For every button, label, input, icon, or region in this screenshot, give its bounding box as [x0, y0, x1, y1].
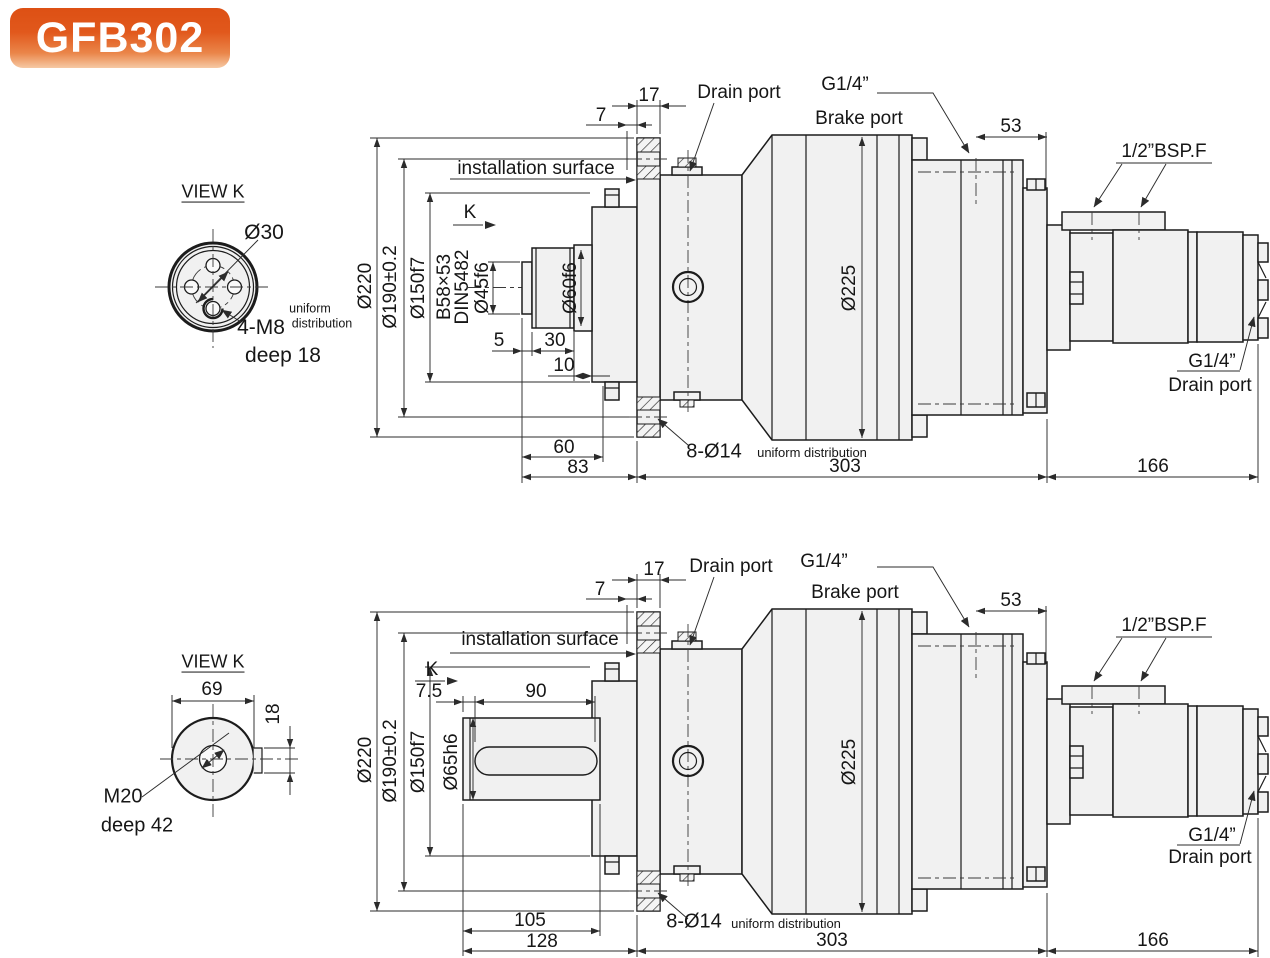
note-distribution: distribution: [291, 316, 353, 331]
dim-shaft-length-2: 105: [514, 910, 546, 932]
dim-bolt-circle-dia: Ø30: [244, 220, 284, 244]
label-rear-drain-thread: G1/4”: [1188, 351, 1236, 373]
dim-pilot-dia: Ø150f7: [408, 256, 429, 320]
dim-housing-dia-2: Ø225: [839, 738, 860, 786]
dim-spline-length: 30: [544, 330, 566, 352]
label-brake-port-thread: G1/4”: [821, 74, 869, 96]
dim-shaft-step-2: 7.5: [415, 681, 443, 703]
model-badge: GFB302: [10, 8, 230, 68]
label-bolt-depth: deep 18: [245, 343, 321, 367]
dim-body-length: 303: [829, 456, 861, 478]
label-thread-depth: deep 42: [100, 814, 174, 837]
dim-shoulder-length: 10: [553, 355, 575, 377]
label-mount-holes: 8-Ø14: [686, 440, 742, 463]
dim-flange-offset-2: 7: [594, 579, 606, 601]
label-mount-holes-note-2: uniform distribution: [731, 916, 841, 932]
label-drain-port-top-2: Drain port: [689, 556, 773, 578]
view-k-detail-spline: [155, 229, 272, 348]
label-drain-port-top: Drain port: [697, 82, 781, 104]
dim-shaft-overall: 83: [567, 457, 589, 479]
dim-shaft-end-dia: Ø45f6: [472, 262, 493, 314]
label-rear-drain-port-2: Drain port: [1168, 847, 1252, 869]
dim-pilot-dia-2: Ø150f7: [408, 730, 429, 794]
dim-body-length-2: 303: [816, 930, 848, 952]
dim-shaft-overall-2: 128: [526, 931, 558, 953]
view-k-title: VIEW K: [181, 181, 245, 202]
dim-flange-dia: Ø220: [355, 262, 376, 310]
label-brake-port-thread-2: G1/4”: [800, 551, 848, 573]
label-mount-holes-note: uniform distribution: [757, 445, 867, 461]
dim-shaft-step: 5: [493, 330, 505, 352]
dim-shaft-length: 60: [553, 437, 575, 459]
label-installation-surface-2: installation surface: [461, 629, 619, 651]
dim-flange-thickness: 17: [638, 85, 660, 107]
dim-flange-thickness-2: 17: [643, 559, 665, 581]
dim-bolt-circle-2: Ø190±0.2: [380, 719, 401, 803]
label-brake-port-2: Brake port: [811, 582, 899, 604]
dim-brake-section-2: 53: [1000, 590, 1022, 612]
dim-shaft-dia-2: Ø65h6: [441, 733, 462, 791]
dim-flange-dia-2: Ø220: [355, 736, 376, 784]
unit1-drawing: [155, 93, 1268, 483]
model-name: GFB302: [35, 13, 205, 62]
label-view-arrow-k-2: K: [425, 659, 439, 681]
dim-housing-dia: Ø225: [839, 264, 860, 312]
label-rear-drain-thread-2: G1/4”: [1188, 825, 1236, 847]
dim-keyway-width: 18: [263, 703, 284, 725]
label-center-thread: M20: [103, 785, 143, 808]
label-view-arrow-k: K: [463, 202, 477, 224]
dim-brake-section: 53: [1000, 116, 1022, 138]
note-uniform: uniform: [289, 301, 331, 316]
label-mount-holes-2: 8-Ø14: [666, 910, 722, 933]
view-k-detail-keyed: [141, 695, 298, 818]
dim-keyshaft-width: 69: [201, 679, 223, 701]
label-bolt-spec: 4-M8: [237, 315, 285, 339]
dim-spline-dia: Ø60f6: [560, 262, 581, 314]
label-rear-drain-port: Drain port: [1168, 375, 1252, 397]
label-motor-port-thread: 1/2”BSP.F: [1121, 141, 1207, 163]
dim-motor-length: 166: [1137, 456, 1169, 478]
dim-bolt-circle: Ø190±0.2: [380, 245, 401, 329]
dim-spline-spec-2: DIN5482: [452, 249, 473, 325]
view-k-title-2: VIEW K: [181, 651, 245, 672]
unit2-drawing: [141, 567, 1268, 957]
dim-motor-length-2: 166: [1137, 930, 1169, 952]
label-motor-port-thread-2: 1/2”BSP.F: [1121, 615, 1207, 637]
label-installation-surface: installation surface: [457, 158, 615, 180]
label-brake-port: Brake port: [815, 108, 903, 130]
dim-flange-offset: 7: [595, 105, 607, 127]
dim-keyway-length: 90: [525, 681, 547, 703]
